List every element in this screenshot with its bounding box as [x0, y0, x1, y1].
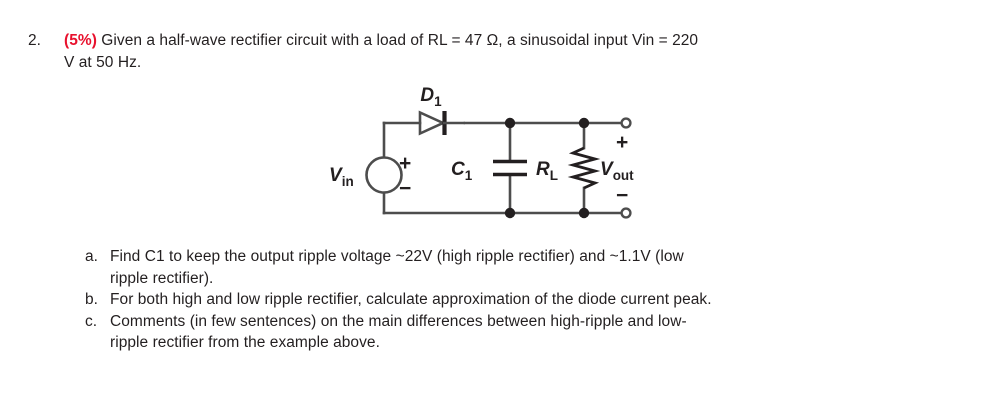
sub-c-line-2: ripple rectifier from the example above. — [110, 334, 380, 351]
question-number: 2. — [28, 32, 41, 49]
output-terminals — [620, 117, 632, 219]
output-label: Vout — [600, 159, 634, 183]
terminal-negative — [620, 207, 632, 219]
diode-label: D1 — [420, 85, 442, 109]
sub-question-text-b: For both high and low ripple rectifier, … — [110, 289, 900, 311]
resistor-label: RL — [536, 159, 558, 183]
question-text: (5%) Given a half-wave rectifier circuit… — [64, 30, 969, 74]
junction-dot-res-bottom — [578, 207, 590, 219]
junction-dot-cap-bottom — [504, 207, 516, 219]
output-minus-sign: − — [616, 184, 628, 207]
terminal-positive — [620, 117, 632, 129]
points-badge: (5%) — [64, 32, 97, 49]
circuit-diagram: D1 Vin + − C1 RL Vout + — [300, 82, 700, 232]
sub-question-text-c: Comments (in few sentences) on the main … — [110, 311, 900, 354]
sub-question-marker-c: c. — [85, 312, 98, 330]
sub-question-marker-b: b. — [85, 291, 98, 308]
junction-dot-res-top — [578, 117, 590, 129]
source-minus-sign: − — [399, 177, 411, 200]
sub-a-line-1: Find C1 to keep the output ripple voltag… — [110, 248, 684, 265]
sub-c-line-1: Comments (in few sentences) on the main … — [110, 312, 687, 330]
question-body-line-1: Given a half-wave rectifier circuit with… — [96, 32, 699, 49]
capacitor-label: C1 — [451, 159, 473, 183]
diode-symbol — [418, 110, 465, 136]
voltage-source-symbol — [365, 156, 403, 194]
source-label: Vin — [329, 165, 354, 189]
junction-dot-cap-top — [504, 117, 516, 129]
sub-a-line-2: ripple rectifier). — [110, 269, 214, 287]
sub-question-marker-a: a. — [85, 248, 98, 265]
capacitor-symbol — [493, 159, 527, 177]
junction-dots — [504, 117, 590, 219]
sub-question-text-a: Find C1 to keep the output ripple voltag… — [110, 246, 900, 289]
output-plus-sign: + — [616, 131, 628, 154]
sub-b-line-1: For both high and low ripple rectifier, … — [110, 291, 712, 308]
source-plus-sign: + — [399, 152, 411, 175]
question-body-line-2: V at 50 Hz. — [64, 54, 142, 71]
resistor-symbol — [567, 146, 601, 190]
